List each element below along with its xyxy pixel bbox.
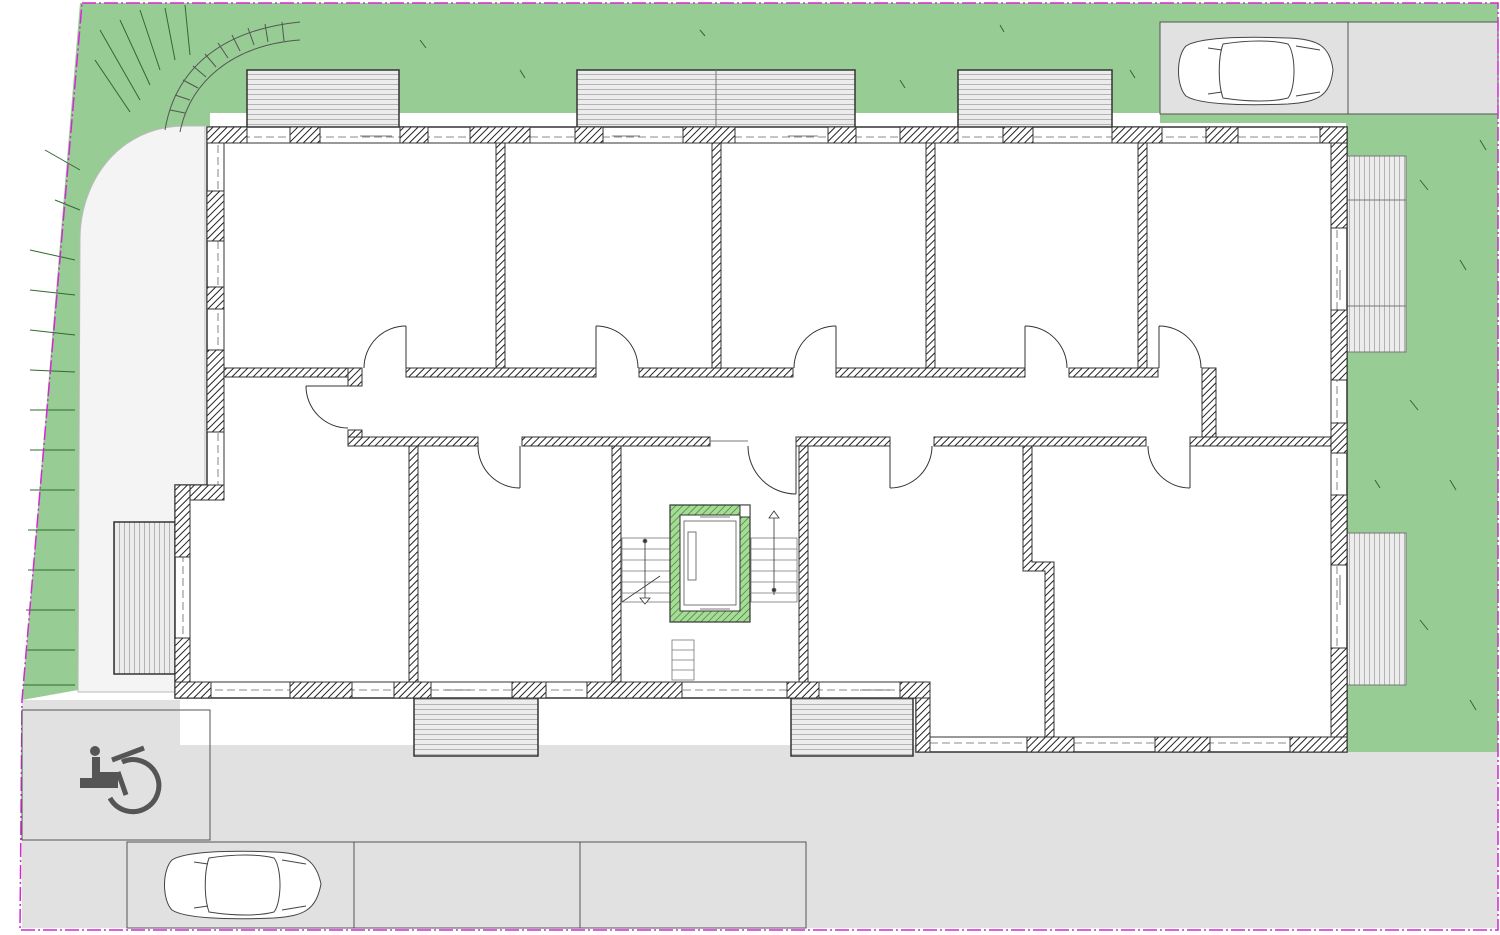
window-marks bbox=[360, 135, 1341, 691]
balcony-north-1 bbox=[246, 69, 400, 129]
door-swing-icon bbox=[595, 325, 639, 369]
balcony-south-1 bbox=[413, 697, 539, 757]
door-swing-icon bbox=[477, 445, 521, 489]
balconies bbox=[113, 69, 1407, 757]
wheelchair-icon bbox=[80, 745, 162, 815]
door-swing-icon bbox=[747, 445, 797, 495]
stairwell bbox=[621, 504, 798, 681]
stairs-icon bbox=[621, 510, 798, 681]
door-swing-icon bbox=[793, 325, 837, 369]
plot-boundary bbox=[19, 2, 1499, 931]
doors bbox=[305, 325, 1202, 495]
building bbox=[174, 126, 1348, 753]
balcony-east-1 bbox=[1345, 155, 1407, 353]
car-icon bbox=[164, 850, 322, 920]
balcony-south-2 bbox=[790, 697, 914, 757]
door-swing-icon bbox=[1024, 325, 1068, 369]
balcony-east-2 bbox=[1345, 532, 1407, 686]
door-swing-icon bbox=[1158, 325, 1202, 369]
balcony-west bbox=[113, 521, 177, 675]
interior-walls bbox=[223, 142, 1332, 738]
exterior-stairs bbox=[164, 21, 301, 133]
parking bbox=[21, 709, 807, 929]
car-icon bbox=[1178, 36, 1334, 106]
hatched-wall-segments bbox=[174, 126, 1348, 753]
door-swing-icon bbox=[1147, 445, 1191, 489]
balcony-north-3 bbox=[957, 69, 1113, 129]
parking-bay bbox=[579, 841, 807, 929]
parking-bay-accessible bbox=[21, 709, 211, 841]
door-swing-icon bbox=[363, 325, 407, 369]
elevator-icon bbox=[669, 504, 751, 623]
door-swing-icon bbox=[305, 385, 349, 429]
grass-texture bbox=[24, 4, 1487, 711]
door-swing-icon bbox=[889, 445, 933, 489]
paving-south bbox=[22, 700, 1498, 928]
